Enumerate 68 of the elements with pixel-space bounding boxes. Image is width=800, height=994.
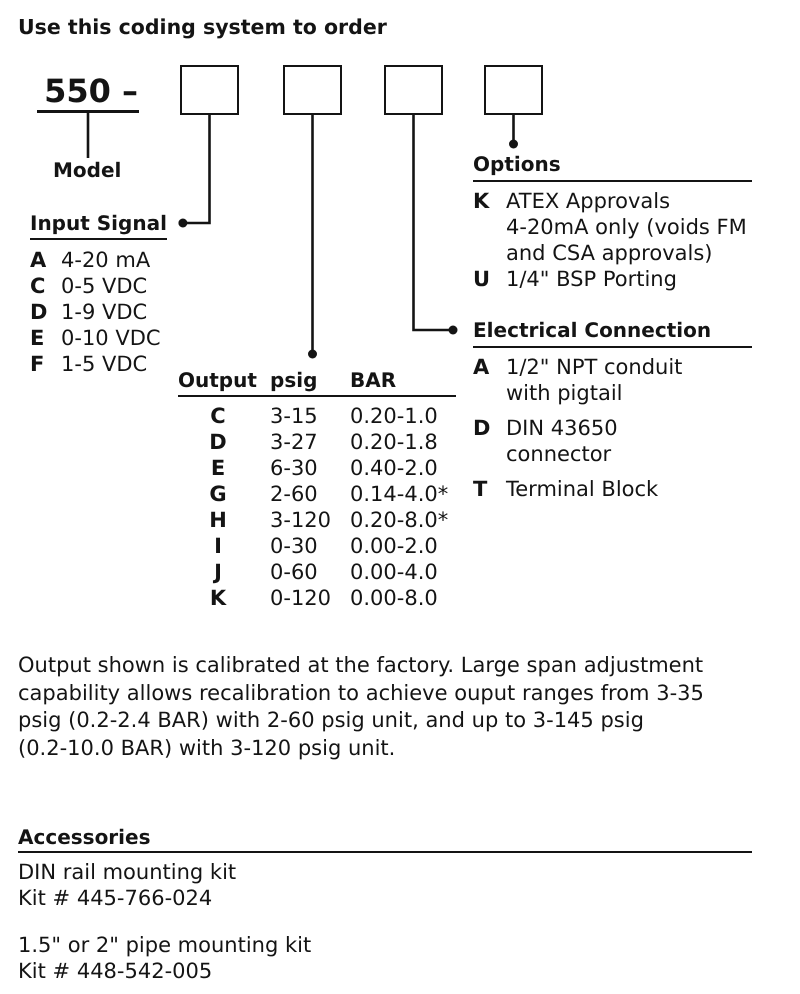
section-heading: Input Signal <box>30 209 183 237</box>
pressure-range: 2-60 <box>270 482 318 506</box>
code-letter: E <box>30 326 44 350</box>
pressure-range: 0-30 <box>270 534 318 558</box>
model-label: Model <box>53 158 122 182</box>
code-box <box>484 65 543 115</box>
pressure-range: 0.00-4.0 <box>350 560 438 584</box>
code-description: 1-9 VDC <box>61 300 148 324</box>
pressure-range: 3-27 <box>270 430 318 454</box>
code-letter: D <box>209 430 227 454</box>
code-letter: E <box>210 456 226 480</box>
code-description: 1/4" BSP Porting <box>506 267 677 291</box>
code-letter: K <box>210 586 226 610</box>
code-letter: C <box>210 404 226 428</box>
code-letter: D <box>473 416 490 440</box>
code-letter: D <box>30 300 48 324</box>
code-letter: K <box>473 189 490 213</box>
model-number: 550 – <box>37 73 139 113</box>
connector-line <box>509 115 518 148</box>
pressure-range: 0-120 <box>270 586 332 610</box>
code-letter: T <box>473 477 488 501</box>
code-letter: H <box>209 508 227 532</box>
code-description: Terminal Block <box>506 477 658 501</box>
accessory-name: DIN rail mounting kit <box>18 859 236 885</box>
code-letter: A <box>30 248 46 272</box>
pressure-range: 0-60 <box>270 560 318 584</box>
pressure-range: 0.00-2.0 <box>350 534 438 558</box>
code-description: 0-10 VDC <box>61 326 161 350</box>
column-header: BAR <box>350 368 396 392</box>
accessory-name: 1.5" or 2" pipe mounting kit <box>18 932 312 958</box>
code-letter: G <box>209 482 227 506</box>
code-letter: A <box>473 355 490 379</box>
pressure-range: 3-120 <box>270 508 332 532</box>
code-description: 0-5 VDC <box>61 274 148 298</box>
pressure-range: 3-15 <box>270 404 318 428</box>
column-header: psig <box>270 368 318 392</box>
pressure-range: 0.40-2.0 <box>350 456 438 480</box>
pressure-range: 6-30 <box>270 456 318 480</box>
page-title: Use this coding system to order <box>18 14 387 40</box>
code-letter: I <box>214 534 222 558</box>
pressure-range: 0.20-8.0* <box>350 508 448 532</box>
section-heading: Accessories <box>18 824 150 851</box>
note-paragraph: Output shown is calibrated at the factory. Large span adjustment capability allows recalibration to achieve ouput ranges from 3-35 psig (0.2-2.4 BAR) with 2-60 psig unit, and up to 3-145 psig (0.2-10.0 BAR) with 3-120 psig unit. <box>18 652 705 762</box>
code-letter: C <box>30 274 46 298</box>
code-description: 1-5 VDC <box>61 352 148 376</box>
pressure-range: 0.14-4.0* <box>350 482 448 506</box>
section-heading: Electrical Connection <box>453 316 712 344</box>
connector-line <box>308 115 317 358</box>
code-description: 4-20 mA <box>61 248 150 272</box>
code-description: DIN 43650 connector <box>506 416 618 466</box>
pressure-range: 0.20-1.8 <box>350 430 438 454</box>
code-description: ATEX Approvals 4-20mA only (voids FM and CSA approvals) <box>506 189 747 265</box>
code-description: 1/2" NPT conduit with pigtail <box>506 355 682 405</box>
code-letter: J <box>214 560 222 584</box>
kit-number: Kit # 445-766-024 <box>18 885 212 911</box>
kit-number: Kit # 448-542-005 <box>18 958 212 984</box>
connector-line <box>178 115 211 228</box>
column-header: Output <box>178 368 257 392</box>
code-box <box>384 65 443 115</box>
code-letter: F <box>30 352 44 376</box>
connector-line <box>412 115 458 334</box>
pressure-range: 0.20-1.0 <box>350 404 438 428</box>
section-heading: Options <box>473 144 561 178</box>
connector-line <box>86 113 90 158</box>
pressure-range: 0.00-8.0 <box>350 586 438 610</box>
code-letter: U <box>473 267 490 291</box>
code-box <box>180 65 239 115</box>
code-box <box>283 65 342 115</box>
